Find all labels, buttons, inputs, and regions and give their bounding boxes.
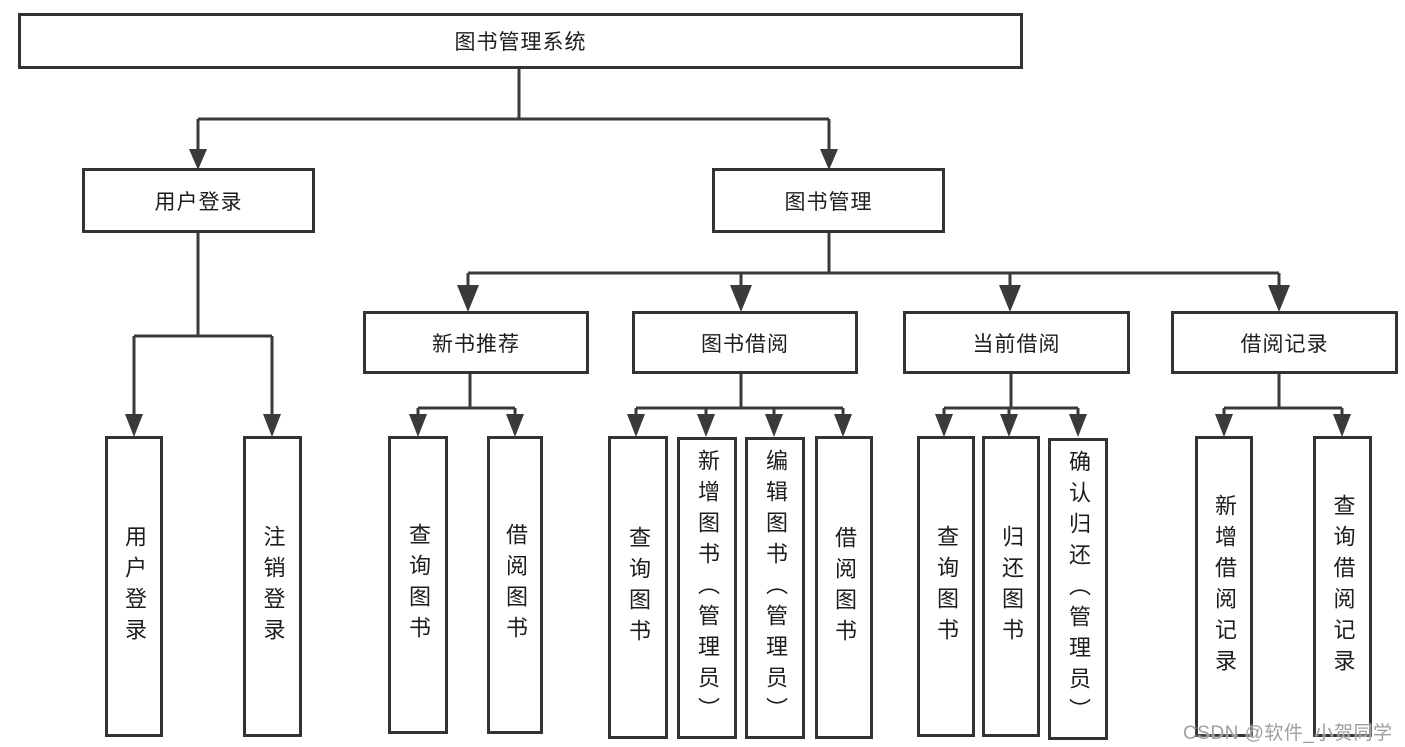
node-book-management-label: 图书管理: [784, 190, 873, 214]
leaf-recommend-borrow-book: 借阅图书: [487, 436, 543, 734]
leaf-borrow-add-book: 新增图书（管理员）: [677, 437, 737, 739]
leaf-borrow-borrow-book-label: 借阅图书: [832, 525, 857, 650]
node-borrow-record: 借阅记录: [1171, 311, 1398, 374]
leaf-current-confirm-return-label: 确认归还（管理员）: [1066, 449, 1091, 729]
connector-user-login-tree: [132, 233, 274, 416]
leaf-borrow-edit-book-label: 编辑图书（管理员）: [763, 448, 788, 728]
node-book-borrow-label: 图书借阅: [701, 332, 789, 356]
leaf-current-return-book: 归还图书: [982, 436, 1040, 737]
leaf-borrow-edit-book: 编辑图书（管理员）: [745, 437, 805, 739]
leaf-borrow-query-book: 查询图书: [608, 436, 668, 739]
leaf-user-login: 用户登录: [105, 436, 163, 737]
leaf-current-confirm-return: 确认归还（管理员）: [1048, 438, 1108, 740]
arrowheads: [125, 149, 1351, 437]
node-current-borrow-label: 当前借阅: [972, 332, 1061, 356]
node-user-login: 用户登录: [82, 168, 315, 233]
leaf-current-return-book-label: 归还图书: [999, 524, 1024, 649]
connector-new-book-recommend-tree: [416, 374, 517, 416]
leaf-recommend-query-book-label: 查询图书: [406, 523, 431, 647]
leaf-logout: 注销登录: [243, 436, 302, 737]
node-book-management: 图书管理: [712, 168, 945, 233]
leaf-record-query-label: 查询借阅记录: [1330, 493, 1356, 680]
connector-book-borrow-tree: [634, 374, 845, 416]
connector-root-tree: [196, 69, 831, 151]
node-new-book-recommend-label: 新书推荐: [432, 332, 520, 356]
leaf-current-query-book-label: 查询图书: [934, 524, 959, 649]
node-borrow-record-label: 借阅记录: [1240, 332, 1329, 356]
leaf-record-query: 查询借阅记录: [1313, 436, 1372, 737]
leaf-current-query-book: 查询图书: [917, 436, 975, 737]
node-root-label: 图书管理系统: [454, 31, 587, 54]
node-book-borrow: 图书借阅: [632, 311, 858, 374]
leaf-borrow-query-book-label: 查询图书: [626, 525, 651, 650]
leaf-record-add-label: 新增借阅记录: [1212, 493, 1237, 680]
node-current-borrow: 当前借阅: [903, 311, 1130, 374]
leaf-logout-label: 注销登录: [260, 524, 286, 649]
node-new-book-recommend: 新书推荐: [363, 311, 589, 374]
leaf-user-login-label: 用户登录: [122, 524, 147, 649]
node-user-login-label: 用户登录: [154, 190, 243, 214]
leaf-borrow-add-book-label: 新增图书（管理员）: [695, 448, 720, 728]
leaf-recommend-query-book: 查询图书: [388, 436, 448, 734]
csdn-watermark: CSDN @软件_小贺同学: [1183, 723, 1393, 744]
connector-current-borrow-tree: [942, 374, 1080, 416]
leaf-borrow-borrow-book: 借阅图书: [815, 436, 873, 739]
connector-book-management-tree: [466, 233, 1281, 287]
node-root: 图书管理系统: [18, 13, 1023, 69]
connector-borrow-record-tree: [1222, 374, 1344, 416]
leaf-recommend-borrow-book-label: 借阅图书: [503, 523, 528, 647]
leaf-record-add: 新增借阅记录: [1195, 436, 1253, 737]
